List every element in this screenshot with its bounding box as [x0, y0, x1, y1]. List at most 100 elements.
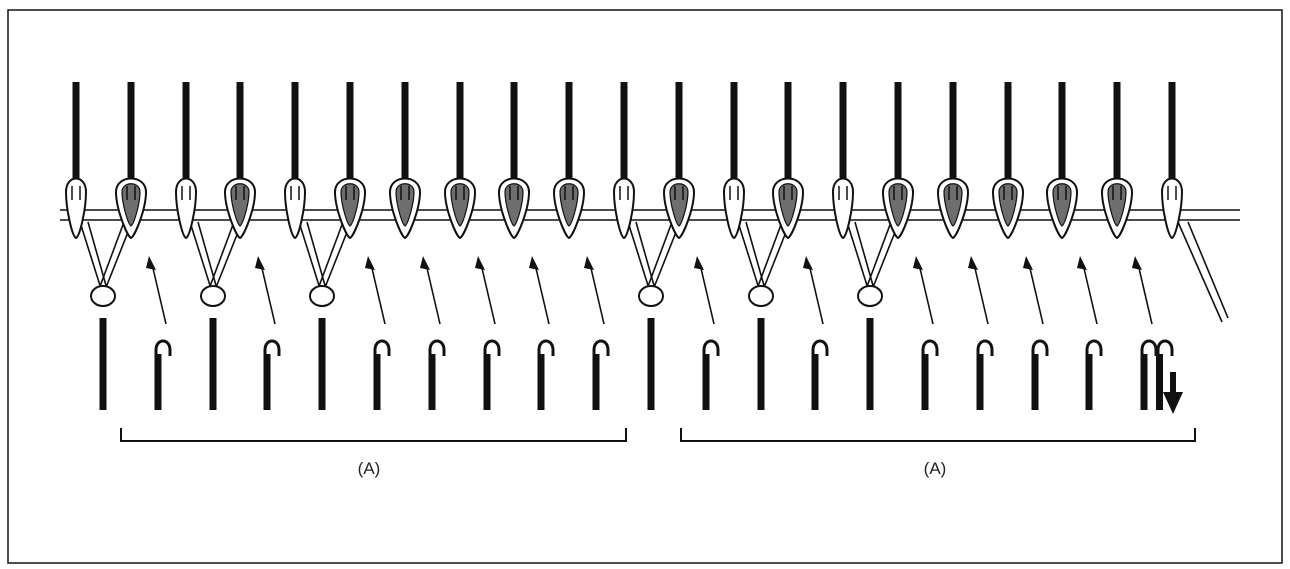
needle-shaft [647, 318, 655, 410]
arrow-head [694, 256, 704, 270]
latch-hook-needle-icon [702, 339, 720, 410]
needle-hook [564, 186, 574, 200]
needle-shaft [1085, 354, 1093, 410]
latch-hook-needle-icon [537, 339, 555, 410]
arrow-icon [365, 256, 386, 325]
arrow-icon [255, 256, 276, 325]
needle-shaft [428, 354, 436, 410]
needle-icon [174, 82, 198, 240]
needle-shaft [346, 82, 354, 178]
needle-hook [674, 186, 684, 200]
straight-needle-icon [638, 285, 664, 410]
needle-shaft [784, 82, 792, 178]
needle-hook [1057, 186, 1067, 200]
needle-hook [71, 186, 81, 200]
needle-shaft [373, 354, 381, 410]
needle-hook [373, 339, 391, 356]
needle-shaft [456, 82, 464, 178]
needle-shaft [263, 354, 271, 410]
needle-icon [612, 82, 636, 240]
straight-needle-icon [90, 285, 116, 410]
needle-icon [497, 82, 531, 240]
latch-hook-needle-icon [1085, 339, 1103, 410]
needle-shaft [675, 82, 683, 178]
arrow-head [1077, 256, 1087, 270]
needle-shaft [318, 318, 326, 410]
needle-icon [722, 82, 746, 240]
needle-hook [838, 186, 848, 200]
needle-shaft [894, 82, 902, 178]
needle-shaft [565, 82, 573, 178]
needle-shaft [1113, 82, 1121, 178]
needle-hook [455, 186, 465, 200]
needle-shaft [730, 82, 738, 178]
needle-hook [126, 186, 136, 200]
loop [612, 177, 636, 240]
needle-icon [881, 82, 915, 240]
needle-icon [771, 82, 805, 240]
straight-needle-icon [857, 285, 883, 410]
bracket-label-right: (A) [924, 459, 947, 478]
bracket-label-left: (A) [358, 459, 381, 478]
needle-shaft [236, 82, 244, 178]
arrow-head [365, 256, 375, 270]
tuck-loop [200, 285, 226, 307]
arrow-icon [420, 256, 441, 325]
tuck-loop [857, 285, 883, 307]
arrow-shaft [1028, 263, 1044, 325]
needle-shaft [1058, 82, 1066, 178]
needle-shaft [537, 354, 545, 410]
tuck-loop [748, 285, 774, 307]
needle-icon [936, 82, 970, 240]
top-needle-bed [64, 82, 1184, 240]
loop [831, 177, 855, 240]
needle-hook [811, 339, 829, 356]
arrow-head [1163, 392, 1183, 414]
needle-icon [662, 82, 696, 240]
tuck-loop [309, 285, 335, 307]
arrow-head [529, 256, 539, 270]
arrow-head [913, 256, 923, 270]
yarn-strand [865, 221, 892, 290]
yarn-tail [1177, 221, 1223, 323]
needle-shaft [866, 318, 874, 410]
needle-hook [921, 339, 939, 356]
latch-hook-needle-icon [592, 339, 610, 410]
needle-hook [619, 186, 629, 200]
loop [174, 177, 198, 240]
arrow-shaft [918, 263, 934, 325]
needle-shaft [510, 82, 518, 178]
latch-hook-needle-icon [483, 339, 501, 410]
yarn-strand [189, 221, 214, 296]
needle-hook [1140, 339, 1158, 356]
needle-hook [537, 339, 555, 356]
arrow-shaft [370, 263, 386, 325]
arrow-head [475, 256, 485, 270]
yarn-strand [846, 221, 871, 296]
needle-icon [1160, 82, 1184, 240]
needle-shaft [1156, 354, 1163, 410]
arrow-shaft [1170, 372, 1176, 396]
arrow-shaft [699, 263, 715, 325]
arrow-shaft [480, 263, 496, 325]
arrow-icon [1077, 256, 1098, 325]
needle-hook [263, 339, 281, 356]
needle-icon [991, 82, 1025, 240]
needle-shaft [154, 354, 162, 410]
needle-shaft [99, 318, 107, 410]
arrow-icon [584, 256, 605, 325]
needle-shaft [1004, 82, 1012, 178]
needle-shaft [483, 354, 491, 410]
arrow-shaft [808, 263, 824, 325]
needle-hook [181, 186, 191, 200]
needle-icon [1100, 82, 1134, 240]
needle-hook [1003, 186, 1013, 200]
needle-hook [235, 186, 245, 200]
bottom-needle-bed [90, 285, 1183, 414]
latch-hook-needle-icon [154, 339, 172, 410]
arrow-head [1132, 256, 1142, 270]
needle-shaft [182, 82, 190, 178]
needle-hook [1031, 339, 1049, 356]
needle-shaft [127, 82, 135, 178]
